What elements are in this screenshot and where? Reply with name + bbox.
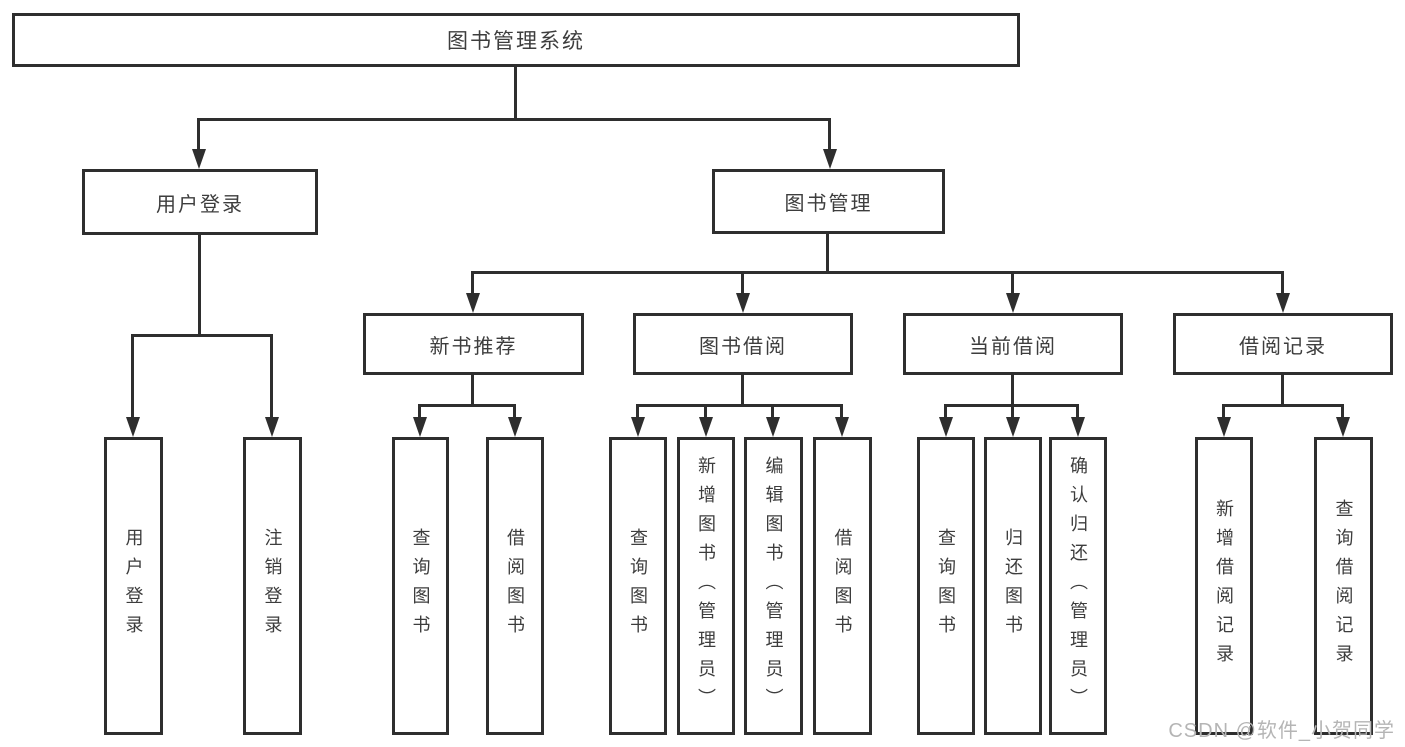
- node-book-management: 图书管理: [712, 169, 945, 234]
- connector-line: [514, 66, 517, 120]
- connector-line: [131, 334, 272, 337]
- leaf-query-book-borrowing: 查询图书: [609, 437, 667, 735]
- node-label: 图书管理: [784, 193, 873, 215]
- arrow-down-icon: [1006, 293, 1020, 313]
- arrow-down-icon: [1006, 417, 1020, 437]
- node-label: 查询借阅记录: [1333, 499, 1354, 673]
- connector-line: [1011, 375, 1014, 407]
- leaf-logout: 注销登录: [243, 437, 302, 735]
- node-root: 图书管理系统: [12, 13, 1020, 67]
- node-book-borrowing: 图书借阅: [633, 313, 853, 375]
- node-label: 归还图书: [1003, 528, 1023, 644]
- connector-line: [471, 375, 474, 407]
- arrow-down-icon: [413, 417, 427, 437]
- leaf-add-borrow-record: 新增借阅记录: [1195, 437, 1253, 735]
- connector-line: [704, 404, 707, 420]
- node-label: 确认归还（管理员）: [1068, 455, 1088, 717]
- node-label: 注销登录: [262, 528, 283, 644]
- node-label: 图书管理系统: [447, 30, 585, 53]
- node-label: 借阅图书: [505, 528, 525, 644]
- csdn-watermark: CSDN @软件_小贺同学: [1168, 720, 1395, 742]
- arrow-down-icon: [1217, 417, 1231, 437]
- arrow-down-icon: [699, 417, 713, 437]
- node-user-login: 用户登录: [82, 169, 318, 235]
- arrow-down-icon: [265, 417, 279, 437]
- connector-line: [636, 404, 842, 407]
- arrow-down-icon: [192, 149, 206, 169]
- node-label: 编辑图书（管理员）: [763, 455, 784, 717]
- connector-line: [1281, 375, 1284, 407]
- connector-line: [131, 334, 134, 420]
- node-label: 借阅记录: [1239, 335, 1327, 358]
- leaf-confirm-return-admin: 确认归还（管理员）: [1049, 437, 1107, 735]
- connector-line: [471, 271, 1283, 274]
- connector-line: [471, 271, 474, 296]
- arrow-down-icon: [1071, 417, 1085, 437]
- node-label: 图书借阅: [699, 335, 787, 358]
- arrow-down-icon: [631, 417, 645, 437]
- connector-line: [771, 404, 774, 420]
- connector-line: [1011, 404, 1014, 420]
- node-label: 查询图书: [936, 528, 956, 644]
- node-label: 查询图书: [410, 528, 431, 644]
- node-label: 当前借阅: [969, 335, 1057, 358]
- connector-line: [944, 404, 947, 420]
- connector-line: [741, 375, 744, 407]
- node-label: 新书推荐: [429, 335, 518, 358]
- node-label: 新增图书（管理员）: [696, 455, 716, 717]
- leaf-edit-book-admin: 编辑图书（管理员）: [744, 437, 803, 735]
- connector-line: [1281, 271, 1284, 296]
- leaf-user-login: 用户登录: [104, 437, 163, 735]
- node-label: 新增借阅记录: [1214, 499, 1234, 673]
- connector-line: [197, 118, 831, 121]
- connector-line: [1222, 404, 1225, 420]
- node-label: 用户登录: [156, 193, 244, 216]
- leaf-query-book-current: 查询图书: [917, 437, 975, 735]
- node-label: 借阅图书: [832, 528, 853, 644]
- arrow-down-icon: [466, 293, 480, 313]
- leaf-return-book: 归还图书: [984, 437, 1042, 735]
- connector-line: [840, 404, 843, 420]
- arrow-down-icon: [766, 417, 780, 437]
- connector-line: [741, 271, 744, 296]
- connector-line: [270, 334, 273, 420]
- connector-line: [828, 118, 831, 152]
- node-current-borrowing: 当前借阅: [903, 313, 1123, 375]
- leaf-query-book-recommend: 查询图书: [392, 437, 449, 735]
- connector-line: [826, 234, 829, 274]
- connector-line: [418, 404, 421, 420]
- arrow-down-icon: [736, 293, 750, 313]
- arrow-down-icon: [835, 417, 849, 437]
- arrow-down-icon: [508, 417, 522, 437]
- node-new-book-recommend: 新书推荐: [363, 313, 584, 375]
- connector-line: [418, 404, 515, 407]
- connector-line: [1341, 404, 1344, 420]
- connector-line: [513, 404, 516, 420]
- leaf-borrow-book-borrowing: 借阅图书: [813, 437, 872, 735]
- node-borrowing-records: 借阅记录: [1173, 313, 1393, 375]
- leaf-query-borrow-record: 查询借阅记录: [1314, 437, 1373, 735]
- leaf-borrow-book-recommend: 借阅图书: [486, 437, 544, 735]
- arrow-down-icon: [126, 417, 140, 437]
- connector-line: [1011, 271, 1014, 296]
- connector-line: [1076, 404, 1079, 420]
- connector-line: [197, 118, 200, 152]
- connector-line: [198, 235, 201, 336]
- connector-line: [1222, 404, 1343, 407]
- node-label: 用户登录: [123, 528, 144, 644]
- arrow-down-icon: [1336, 417, 1350, 437]
- node-label: 查询图书: [628, 528, 648, 644]
- connector-line: [636, 404, 639, 420]
- arrow-down-icon: [939, 417, 953, 437]
- arrow-down-icon: [823, 149, 837, 169]
- arrow-down-icon: [1276, 293, 1290, 313]
- leaf-add-book-admin: 新增图书（管理员）: [677, 437, 735, 735]
